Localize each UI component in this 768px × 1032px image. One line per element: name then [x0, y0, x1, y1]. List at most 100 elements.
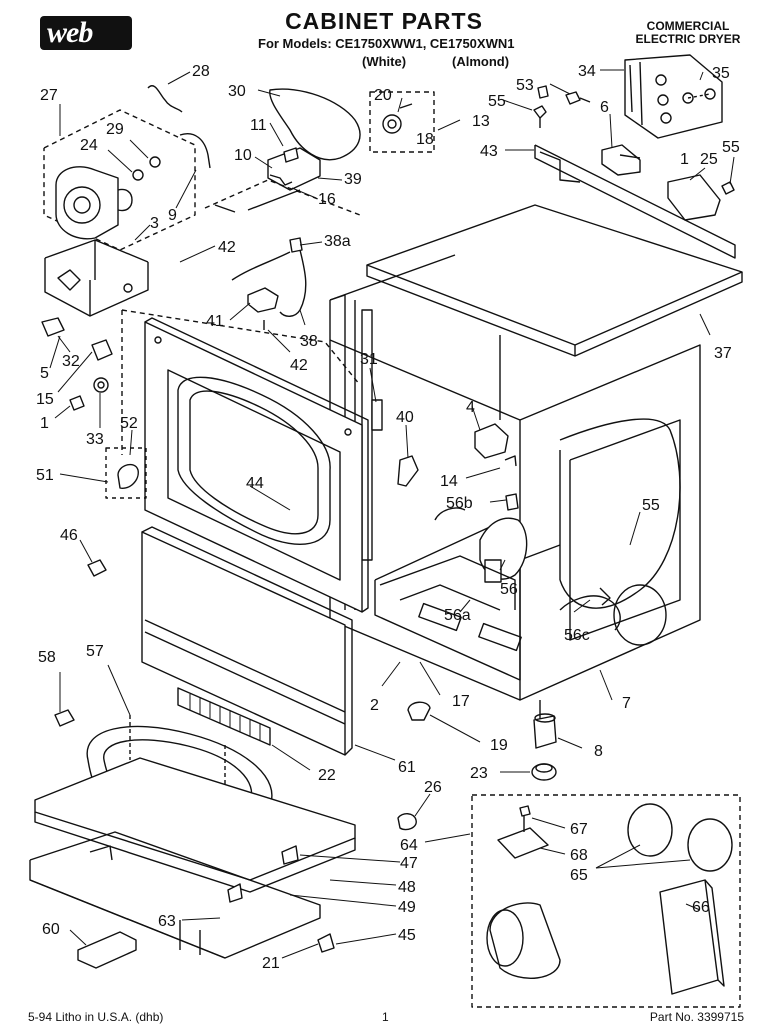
callout-58: 58	[38, 649, 56, 666]
callout-8: 8	[594, 743, 603, 760]
callout-42: 42	[290, 357, 308, 374]
callout-18: 18	[416, 131, 434, 148]
callout-60: 60	[42, 921, 60, 938]
heater-wiring-shape	[559, 587, 621, 631]
callout-56: 56	[500, 581, 518, 598]
color-almond-label: (Almond)	[452, 54, 510, 69]
callout-51: 51	[36, 467, 54, 484]
callout-19: 19	[490, 737, 508, 754]
callout-57: 57	[86, 643, 104, 660]
callout-29: 29	[106, 121, 124, 138]
leader-lines	[49, 69, 735, 959]
terminal-block-shape	[624, 54, 723, 139]
callout-37: 37	[714, 345, 732, 362]
brand-logo: web	[40, 16, 132, 50]
product-type-label: COMMERCIAL ELECTRIC DRYER	[635, 19, 741, 46]
callout-2: 2	[370, 697, 379, 714]
sensor-clip-shapes	[371, 399, 419, 487]
callout-5: 5	[40, 365, 49, 382]
model-numbers: For Models: CE1750XWW1, CE1750XWN1	[258, 36, 515, 51]
callout-55: 55	[722, 139, 740, 156]
callout-25: 25	[700, 151, 718, 168]
callout-55: 55	[488, 93, 506, 110]
callout-44: 44	[246, 475, 264, 492]
internal-components-shape	[434, 423, 528, 583]
motor-assembly-shape	[43, 109, 211, 251]
callout-labels: 28 30 27 29 24 11 20 18 13 53 55 34 35 6…	[36, 63, 740, 972]
callout-42: 42	[218, 239, 236, 256]
callout-3: 3	[150, 215, 159, 232]
callout-30: 30	[228, 83, 246, 100]
callout-17: 17	[452, 693, 470, 710]
leg-feet-shape	[407, 701, 557, 781]
callout-55: 55	[642, 497, 660, 514]
callout-16: 16	[318, 191, 336, 208]
callout-38a: 38a	[324, 233, 351, 250]
callout-14: 14	[440, 473, 458, 490]
leveling-foot-shape	[77, 931, 137, 969]
footer-part-number: Part No. 3399715	[649, 1010, 744, 1024]
top-panel-shape	[366, 204, 743, 357]
callout-6: 6	[600, 99, 609, 116]
callout-67: 67	[570, 821, 588, 838]
callout-61: 61	[398, 759, 416, 776]
clip-26-shape	[397, 813, 417, 831]
callout-26: 26	[424, 779, 442, 796]
callout-9: 9	[168, 207, 177, 224]
toe-panel-shape	[141, 526, 353, 756]
footer-page-number: 1	[382, 1010, 389, 1024]
callout-56a: 56a	[444, 607, 471, 624]
page-title: CABINET PARTS	[285, 8, 483, 34]
callout-33: 33	[86, 431, 104, 448]
motor-mount-bracket-shape	[44, 239, 149, 317]
callout-27: 27	[40, 87, 58, 104]
switch-parts-shape	[41, 317, 113, 411]
callout-52: 52	[120, 415, 138, 432]
callout-15: 15	[36, 391, 54, 408]
callout-1: 1	[40, 415, 49, 432]
idler-arm-shape	[204, 147, 361, 216]
callout-4: 4	[466, 399, 475, 416]
base-tray-shape	[29, 757, 356, 959]
callout-21: 21	[262, 955, 280, 972]
callout-65: 65	[570, 867, 588, 884]
callout-10: 10	[234, 147, 252, 164]
accessory-kit-shape	[471, 794, 741, 1008]
callout-32: 32	[62, 353, 80, 370]
base-rails-shape	[379, 555, 522, 652]
callout-34: 34	[578, 63, 596, 80]
callout-63: 63	[158, 913, 176, 930]
brand-logo-text: web	[47, 16, 93, 49]
callout-64: 64	[400, 837, 418, 854]
callout-7: 7	[622, 695, 631, 712]
callout-20: 20	[374, 87, 392, 104]
idler-pulley-shape	[369, 91, 435, 153]
wire-harness-28-shape	[147, 85, 183, 113]
callout-24: 24	[80, 137, 98, 154]
bracket-part-6-shape	[601, 144, 641, 176]
cover-plate-25-shape	[667, 174, 721, 221]
callout-48: 48	[398, 879, 416, 896]
callout-1: 1	[680, 151, 689, 168]
vent-grille-shape	[177, 687, 271, 746]
callout-53: 53	[516, 77, 534, 94]
callout-40: 40	[396, 409, 414, 426]
callout-22: 22	[318, 767, 336, 784]
callout-56b: 56b	[446, 495, 473, 512]
callout-11: 11	[250, 117, 267, 134]
callout-23: 23	[470, 765, 488, 782]
callout-45: 45	[398, 927, 416, 944]
callout-43: 43	[480, 143, 498, 160]
rear-bracket-shape	[534, 144, 736, 259]
callout-28: 28	[192, 63, 210, 80]
footer-print-info: 5-94 Litho in U.S.A. (dhb)	[28, 1010, 164, 1024]
callout-41: 41	[206, 313, 224, 330]
door-latch-shape	[105, 447, 147, 499]
callout-38: 38	[300, 333, 318, 350]
callout-46: 46	[60, 527, 78, 544]
callout-47: 47	[400, 855, 418, 872]
screw-shapes	[533, 85, 735, 195]
callout-35: 35	[712, 65, 730, 82]
